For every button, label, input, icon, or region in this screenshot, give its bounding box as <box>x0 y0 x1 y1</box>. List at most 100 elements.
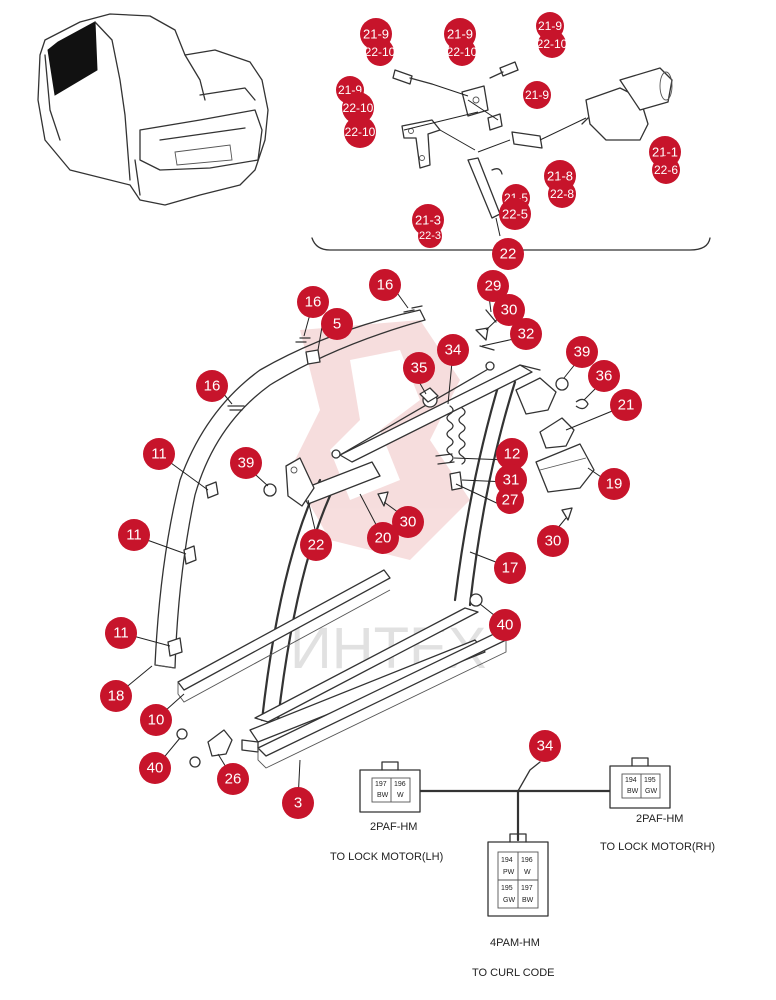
svg-text:195: 195 <box>644 777 656 784</box>
callout-21-9-e[interactable]: 21-9 <box>523 81 551 109</box>
svg-text:194: 194 <box>501 857 513 864</box>
callout-29[interactable]: 29 <box>477 270 509 302</box>
svg-text:30: 30 <box>501 302 518 319</box>
door-assembly <box>154 305 595 769</box>
callout-22[interactable]: 22 <box>300 529 332 561</box>
callout-22-top[interactable]: 22 <box>492 238 524 270</box>
callout-17[interactable]: 17 <box>494 552 526 584</box>
callout-35[interactable]: 35 <box>403 352 435 384</box>
wiring-harness: 197 196 BW W 2PAF-HM TO LOCK MOTOR(LH) 1… <box>330 757 715 979</box>
svg-text:36: 36 <box>596 368 613 385</box>
svg-text:21-9: 21-9 <box>525 88 549 102</box>
callout-3[interactable]: 3 <box>282 787 314 819</box>
svg-text:PW: PW <box>503 869 515 876</box>
callout-39-b[interactable]: 39 <box>230 447 262 479</box>
svg-text:21: 21 <box>618 397 635 414</box>
connector-curl: 194 196 PW W 195 197 GW BW <box>487 833 549 917</box>
callout-16-b[interactable]: 16 <box>297 286 329 318</box>
svg-text:196: 196 <box>521 857 533 864</box>
callout-30-a[interactable]: 30 <box>493 294 525 326</box>
svg-text:16: 16 <box>204 378 221 395</box>
svg-text:21-9: 21-9 <box>363 27 389 42</box>
callout-11-c[interactable]: 11 <box>105 617 137 649</box>
callout-21-9-a[interactable]: 21-9 <box>360 18 392 50</box>
callout-22-6[interactable]: 22-6 <box>652 156 680 184</box>
callout-40-a[interactable]: 40 <box>489 609 521 641</box>
svg-text:32: 32 <box>518 326 535 343</box>
callout-12[interactable]: 12 <box>496 438 528 470</box>
svg-text:22: 22 <box>500 246 517 263</box>
callout-22-10-a[interactable]: 22-10 <box>365 38 396 66</box>
svg-text:17: 17 <box>502 560 519 577</box>
svg-text:35: 35 <box>411 360 428 377</box>
callout-22-5[interactable]: 22-5 <box>499 198 531 230</box>
svg-text:29: 29 <box>485 278 502 295</box>
svg-text:39: 39 <box>238 455 255 472</box>
svg-text:BW: BW <box>377 792 389 799</box>
svg-text:30: 30 <box>400 514 417 531</box>
svg-text:22-3: 22-3 <box>419 230 441 242</box>
callout-34[interactable]: 34 <box>437 334 469 366</box>
callout-18[interactable]: 18 <box>100 680 132 712</box>
connector-curl-target: TO CURL CODE <box>472 967 555 979</box>
callout-22-10-b[interactable]: 22-10 <box>447 38 478 66</box>
callout-36[interactable]: 36 <box>588 360 620 392</box>
callout-20[interactable]: 20 <box>367 522 399 554</box>
svg-text:34: 34 <box>537 738 554 755</box>
svg-text:22-10: 22-10 <box>343 101 374 115</box>
svg-text:16: 16 <box>377 277 394 294</box>
callout-30-b[interactable]: 30 <box>392 506 424 538</box>
svg-text:34: 34 <box>445 342 462 359</box>
svg-text:22: 22 <box>308 537 325 554</box>
cab-thumbnail <box>37 13 269 206</box>
connector-rh-target: TO LOCK MOTOR(RH) <box>600 841 715 853</box>
callout-22-10-e[interactable]: 22-10 <box>344 116 376 148</box>
svg-text:40: 40 <box>497 617 514 634</box>
callout-40-b[interactable]: 40 <box>139 752 171 784</box>
callout-16-c[interactable]: 16 <box>196 370 228 402</box>
svg-text:W: W <box>397 792 404 799</box>
svg-text:196: 196 <box>394 781 406 788</box>
callout-32[interactable]: 32 <box>510 318 542 350</box>
connector-rh-name: 2PAF-HM <box>636 813 683 825</box>
callout-10[interactable]: 10 <box>140 704 172 736</box>
svg-text:22-10: 22-10 <box>447 45 478 59</box>
svg-text:197: 197 <box>521 885 533 892</box>
svg-text:194: 194 <box>625 777 637 784</box>
callout-11-a[interactable]: 11 <box>143 438 175 470</box>
svg-text:3: 3 <box>294 795 302 812</box>
svg-text:30: 30 <box>545 533 562 550</box>
svg-text:12: 12 <box>504 446 521 463</box>
svg-text:40: 40 <box>147 760 164 777</box>
connector-lh-target: TO LOCK MOTOR(LH) <box>330 851 443 863</box>
svg-text:22-10: 22-10 <box>345 125 376 139</box>
callout-30-c[interactable]: 30 <box>537 525 569 557</box>
svg-text:26: 26 <box>225 771 242 788</box>
callout-11-b[interactable]: 11 <box>118 519 150 551</box>
svg-text:19: 19 <box>606 476 623 493</box>
callout-22-3[interactable]: 22-3 <box>418 224 442 248</box>
lock-mechanism-group <box>311 61 711 251</box>
callout-16-a[interactable]: 16 <box>369 269 401 301</box>
svg-text:11: 11 <box>151 446 167 463</box>
callout-19[interactable]: 19 <box>598 468 630 500</box>
callout-5[interactable]: 5 <box>321 308 353 340</box>
callout-27[interactable]: 27 <box>496 486 524 514</box>
callout-22-8[interactable]: 22-8 <box>548 180 576 208</box>
svg-text:20: 20 <box>375 530 392 547</box>
callout-21[interactable]: 21 <box>610 389 642 421</box>
callout-39-a[interactable]: 39 <box>566 336 598 368</box>
callout-34-wiring[interactable]: 34 <box>529 730 561 762</box>
svg-text:BW: BW <box>522 897 534 904</box>
svg-text:21-8: 21-8 <box>547 169 573 184</box>
callout-26[interactable]: 26 <box>217 763 249 795</box>
connector-lh: 197 196 BW W <box>359 761 421 813</box>
svg-text:BW: BW <box>627 788 639 795</box>
svg-text:22-8: 22-8 <box>550 187 574 201</box>
callout-22-10-c[interactable]: 22-10 <box>537 30 568 58</box>
callout-22-10-d[interactable]: 22-10 <box>342 92 374 124</box>
svg-text:GW: GW <box>503 897 515 904</box>
connector-rh: 194 195 BW GW <box>609 757 671 809</box>
svg-text:21-3: 21-3 <box>415 213 441 228</box>
connector-curl-name: 4PAM-HM <box>490 937 540 949</box>
